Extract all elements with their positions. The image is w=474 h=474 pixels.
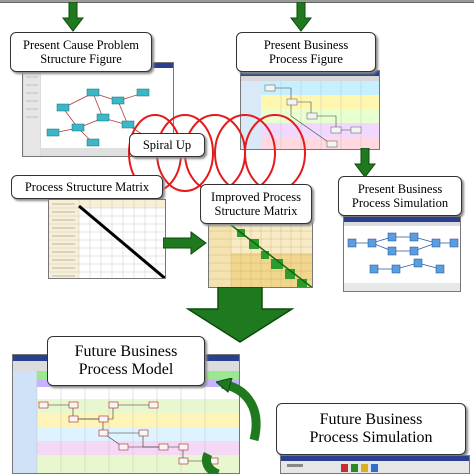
down-arrow-top-left [62, 2, 84, 32]
improved-matrix-screenshot [208, 222, 313, 288]
process-structure-matrix-screenshot [48, 199, 166, 279]
future-simulation-line1: Future Business [319, 410, 423, 428]
business-process-label: Present Business Process Figure [236, 32, 376, 72]
spiral-up-label: Spiral Up [129, 133, 205, 157]
top-banner [0, 0, 474, 3]
business-process-screenshot [240, 70, 380, 150]
present-simulation-screenshot [343, 216, 461, 292]
process-structure-matrix-text: Process Structure Matrix [24, 179, 150, 194]
present-simulation-line1: Present Business [357, 181, 443, 196]
future-simulation-line2: Process Simulation [309, 429, 433, 446]
present-simulation-line2: Process Simulation [351, 196, 449, 210]
future-model-label: Future Business Process Model [47, 336, 205, 386]
improved-matrix-label: Improved Process Structure Matrix [200, 184, 312, 224]
business-process-line2: Process Figure [269, 52, 343, 66]
big-down-arrow [186, 287, 294, 343]
down-arrow-simulation [353, 148, 377, 178]
future-simulation-label: Future Business Process Simulation [276, 403, 466, 455]
curved-arrow-bottom [201, 452, 220, 474]
cause-problem-line2: Structure Figure [40, 52, 122, 66]
business-process-line1: Present Business [263, 37, 349, 52]
future-model-line1: Future Business [74, 342, 178, 360]
present-simulation-label: Present Business Process Simulation [338, 176, 462, 216]
cause-problem-line1: Present Cause Problem [23, 37, 139, 52]
down-arrow-top-right [290, 2, 312, 32]
future-simulation-screenshot [280, 455, 470, 474]
process-structure-matrix-label: Process Structure Matrix [11, 175, 163, 199]
right-arrow-improve [163, 231, 207, 255]
curved-arrow-right [216, 378, 261, 442]
improved-matrix-line1: Improved Process [211, 189, 301, 204]
future-model-line2: Process Model [78, 361, 174, 378]
improved-matrix-line2: Structure Matrix [214, 204, 298, 218]
spiral-up-text: Spiral Up [142, 137, 192, 152]
cause-problem-label: Present Cause Problem Structure Figure [10, 32, 152, 72]
